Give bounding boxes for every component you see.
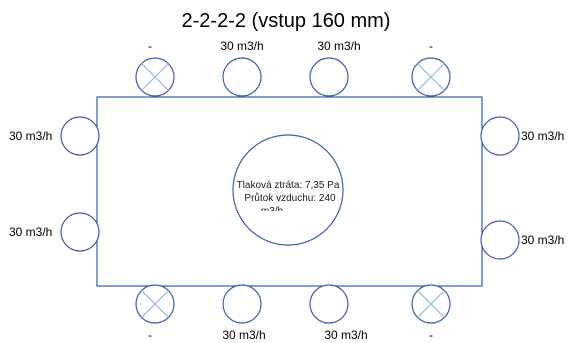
outlet-label-bottom-3: 30 m3/h [324,328,367,342]
outlet-label-bottom-2: 30 m3/h [222,328,265,342]
outlet-bottom-2-open [222,284,262,324]
outlet-right-2-open [480,220,520,260]
outlet-left-2-open [60,212,100,252]
closed-cross-icon [141,290,169,318]
center-circle [232,134,344,246]
airflow-text: Průtok vzduchu: 240 [244,192,336,204]
outlet-label-right-2: 30 m3/h [521,233,564,247]
outlet-label-bottom-1: - [148,328,152,342]
outlet-label-top-3: 30 m3/h [317,39,360,53]
outlet-label-left-1: 30 m3/h [9,129,52,143]
outlet-top-3-open [309,57,349,97]
outlet-top-2-open [222,57,262,97]
pressure-loss-text: Tlaková ztráta: 7,35 Pa [237,180,340,191]
closed-cross-icon [417,290,445,318]
diagram-title: 2-2-2-2 (vstup 160 mm) [182,10,391,32]
outlets-group: - 30 m3/h 30 m3/h - - 30 m3/h 30 m3/h - 30 m3/h 3… [9,39,564,342]
closed-cross-icon [141,63,169,91]
outlet-label-bottom-4: - [429,328,433,342]
outlet-label-top-4: - [429,39,433,53]
outlet-label-top-2: 30 m3/h [220,39,263,53]
distribution-box [96,96,483,287]
outlet-bottom-3-open [309,284,349,324]
outlet-left-1-open [60,116,100,156]
outlet-label-right-1: 30 m3/h [521,129,564,143]
outlet-right-1-open [480,116,520,156]
center-summary: Tlaková ztráta: 7,35 Pa Průtok vzduchu: … [232,134,344,246]
outlet-label-top-1: - [148,39,152,53]
closed-cross-icon [417,63,445,91]
airflow-unit-text: m3/h [261,206,283,217]
outlet-label-left-2: 30 m3/h [9,225,52,239]
